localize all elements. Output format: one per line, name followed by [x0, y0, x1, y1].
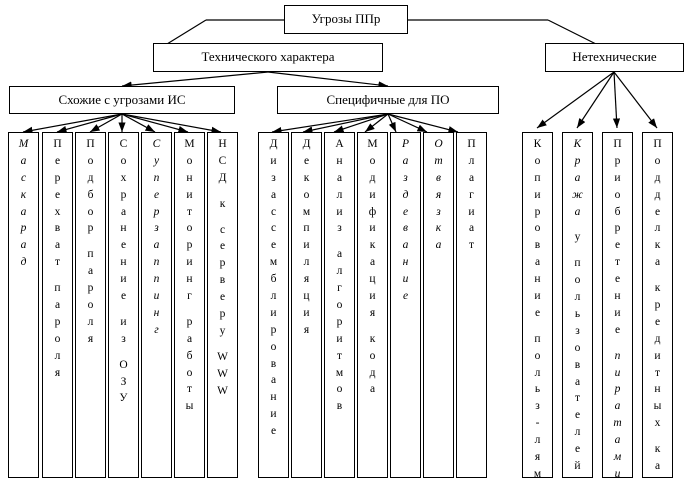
node-specific-label: Специфичные для ПО [326, 91, 450, 107]
node-technical-label: Технического характера [201, 49, 335, 65]
node-technical[interactable]: Технического характера [153, 43, 383, 72]
node-nontechnical[interactable]: Нетехнические [545, 43, 684, 72]
leaf-column[interactable]: Подделкакредитныхкарт [642, 132, 673, 478]
node-root-label: Угрозы ППр [311, 11, 381, 27]
node-similar-to-is-threats[interactable]: Схожие с угрозами ИС [9, 86, 235, 114]
node-root[interactable]: Угрозы ППр [284, 5, 408, 34]
node-similar-label: Схожие с угрозами ИС [58, 91, 186, 107]
node-nontechnical-label: Нетехнические [572, 49, 657, 65]
node-specific-to-software[interactable]: Специфичные для ПО [277, 86, 499, 114]
leaf-label: Подделкакредитныхкарт [653, 138, 662, 477]
